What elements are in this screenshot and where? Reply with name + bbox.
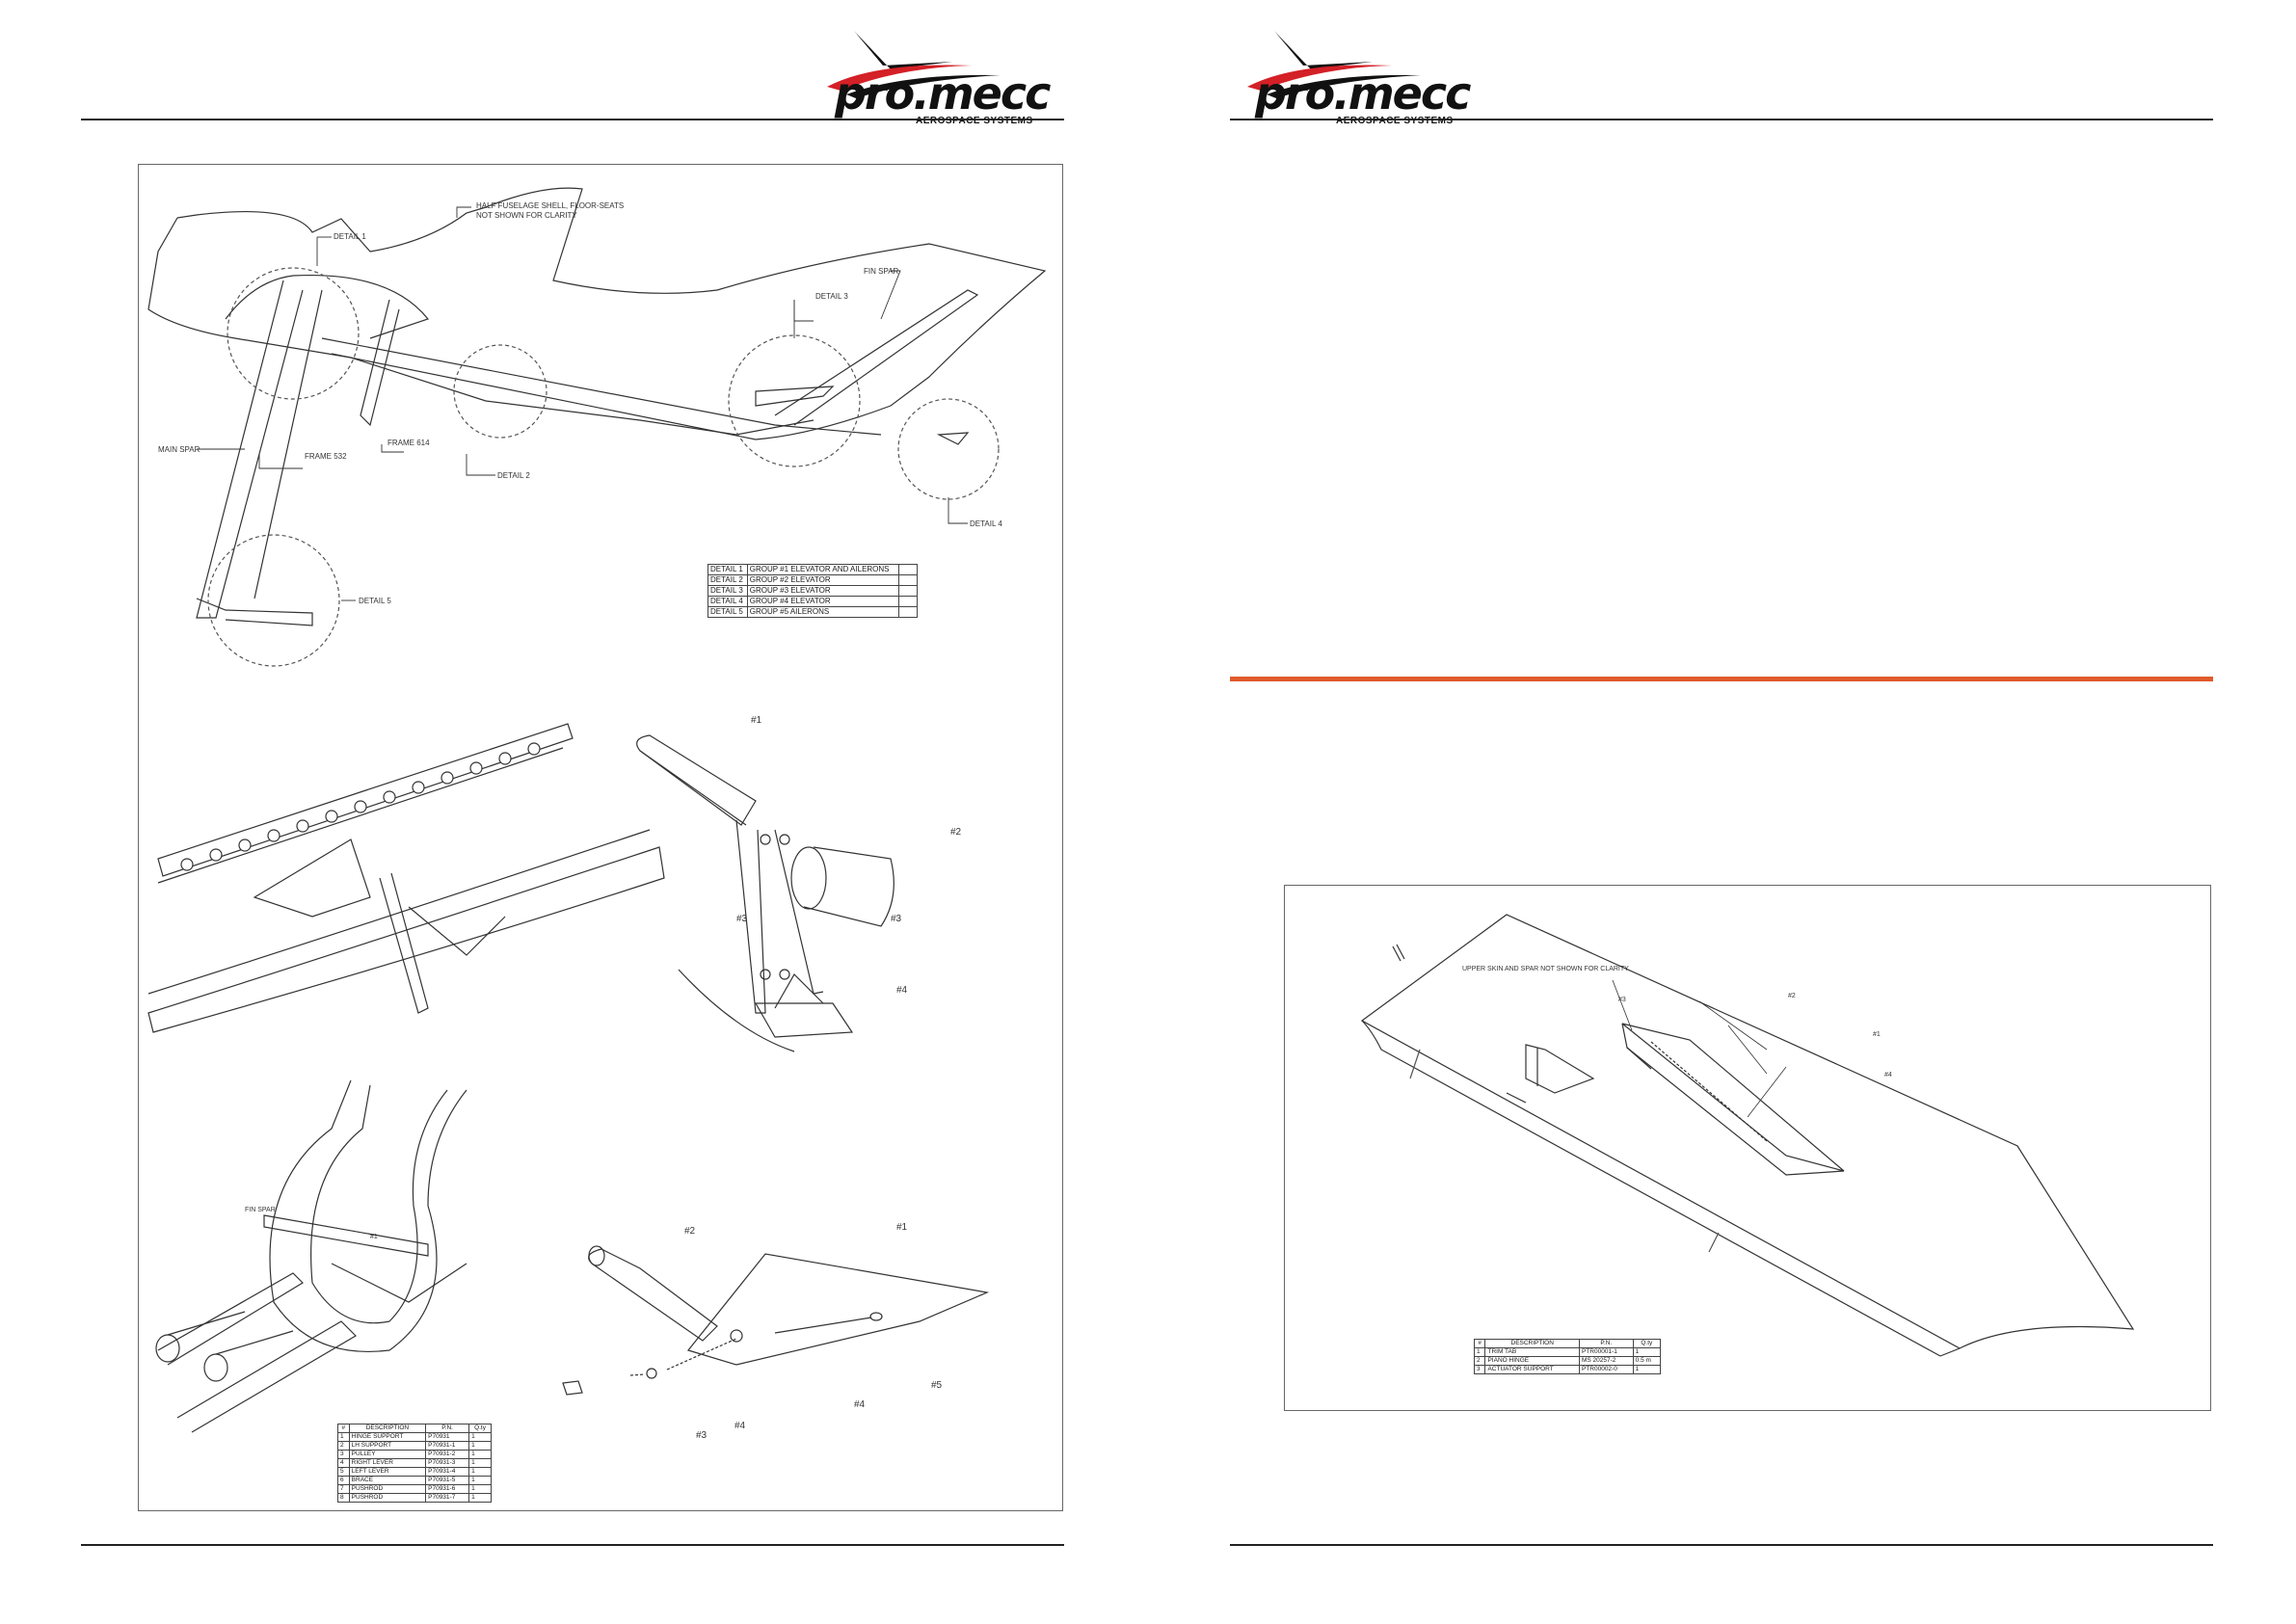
callout-fin-spar: FIN SPAR [864, 267, 899, 276]
trim-tab-drawing-frame: UPPER SKIN AND SPAR NOT SHOWN FOR CLARIT… [1284, 885, 2211, 1411]
callout-exploded-1: #1 [896, 1222, 908, 1233]
callout-detail-1: DETAIL 1 [334, 232, 366, 241]
callout-part-2: #2 [950, 827, 962, 838]
callout-detail-5: DETAIL 5 [359, 597, 391, 605]
callout-detail-2: DETAIL 2 [497, 471, 530, 480]
swoosh-icon [1247, 31, 1421, 98]
callout-main-spar: MAIN SPAR [158, 445, 200, 454]
callout-fin-1: #1 [370, 1234, 378, 1240]
footer-rule [81, 1544, 1064, 1546]
trim-tab-drawing [1360, 914, 2135, 1357]
right-page: pro.mecc AEROSPACE SYSTEMS UPPER SKIN AN… [1149, 0, 2296, 1624]
callout-part-1: #1 [1873, 1031, 1881, 1038]
callout-part-4: #4 [896, 985, 908, 996]
header-rule [1230, 119, 2213, 120]
logo-tagline: AEROSPACE SYSTEMS [916, 116, 1033, 126]
logo-tagline: AEROSPACE SYSTEMS [1336, 116, 1454, 126]
logo-wordmark: pro.mecc [835, 67, 1051, 120]
callout-part-3b: #3 [891, 914, 902, 924]
callout-half-fuselage: HALF FUSELAGE SHELL, FLOOR-SEATS [476, 201, 625, 210]
callout-fin-spar-detail: FIN SPAR [245, 1207, 276, 1213]
callout-note: UPPER SKIN AND SPAR NOT SHOWN FOR CLARIT… [1462, 966, 1629, 972]
callout-part-4: #4 [1884, 1072, 1892, 1078]
callout-part-1: #1 [751, 715, 762, 726]
swoosh-icon [827, 31, 1001, 98]
section-divider [1230, 677, 2213, 681]
callout-detail-4: DETAIL 4 [970, 519, 1002, 528]
callout-exploded-4b: #4 [734, 1421, 746, 1431]
callout-half-fuselage-2: NOT SHOWN FOR CLARITY [476, 211, 577, 220]
callout-exploded-2: #2 [684, 1226, 696, 1237]
callout-exploded-3: #3 [696, 1430, 707, 1441]
callout-part-2: #2 [1788, 993, 1796, 999]
promecc-logo: pro.mecc AEROSPACE SYSTEMS [808, 27, 1078, 126]
callout-frame-614: FRAME 614 [387, 439, 430, 447]
logo-wordmark: pro.mecc [1255, 67, 1471, 120]
callout-exploded-5: #5 [931, 1380, 943, 1391]
header-rule [81, 119, 1064, 120]
promecc-logo: pro.mecc AEROSPACE SYSTEMS [1228, 27, 1498, 126]
callout-part-3: #3 [1618, 997, 1626, 1003]
drawing-frame: HALF FUSELAGE SHELL, FLOOR-SEATS NOT SHO… [138, 164, 1063, 1511]
callout-exploded-4a: #4 [854, 1399, 866, 1410]
callout-frame-532: FRAME 532 [305, 452, 347, 461]
overview-drawing [147, 187, 1047, 1433]
footer-rule [1230, 1544, 2213, 1546]
callout-part-3a: #3 [736, 914, 748, 924]
left-page: pro.mecc AEROSPACE SYSTEMS [0, 0, 1147, 1624]
callout-detail-3: DETAIL 3 [815, 292, 848, 301]
